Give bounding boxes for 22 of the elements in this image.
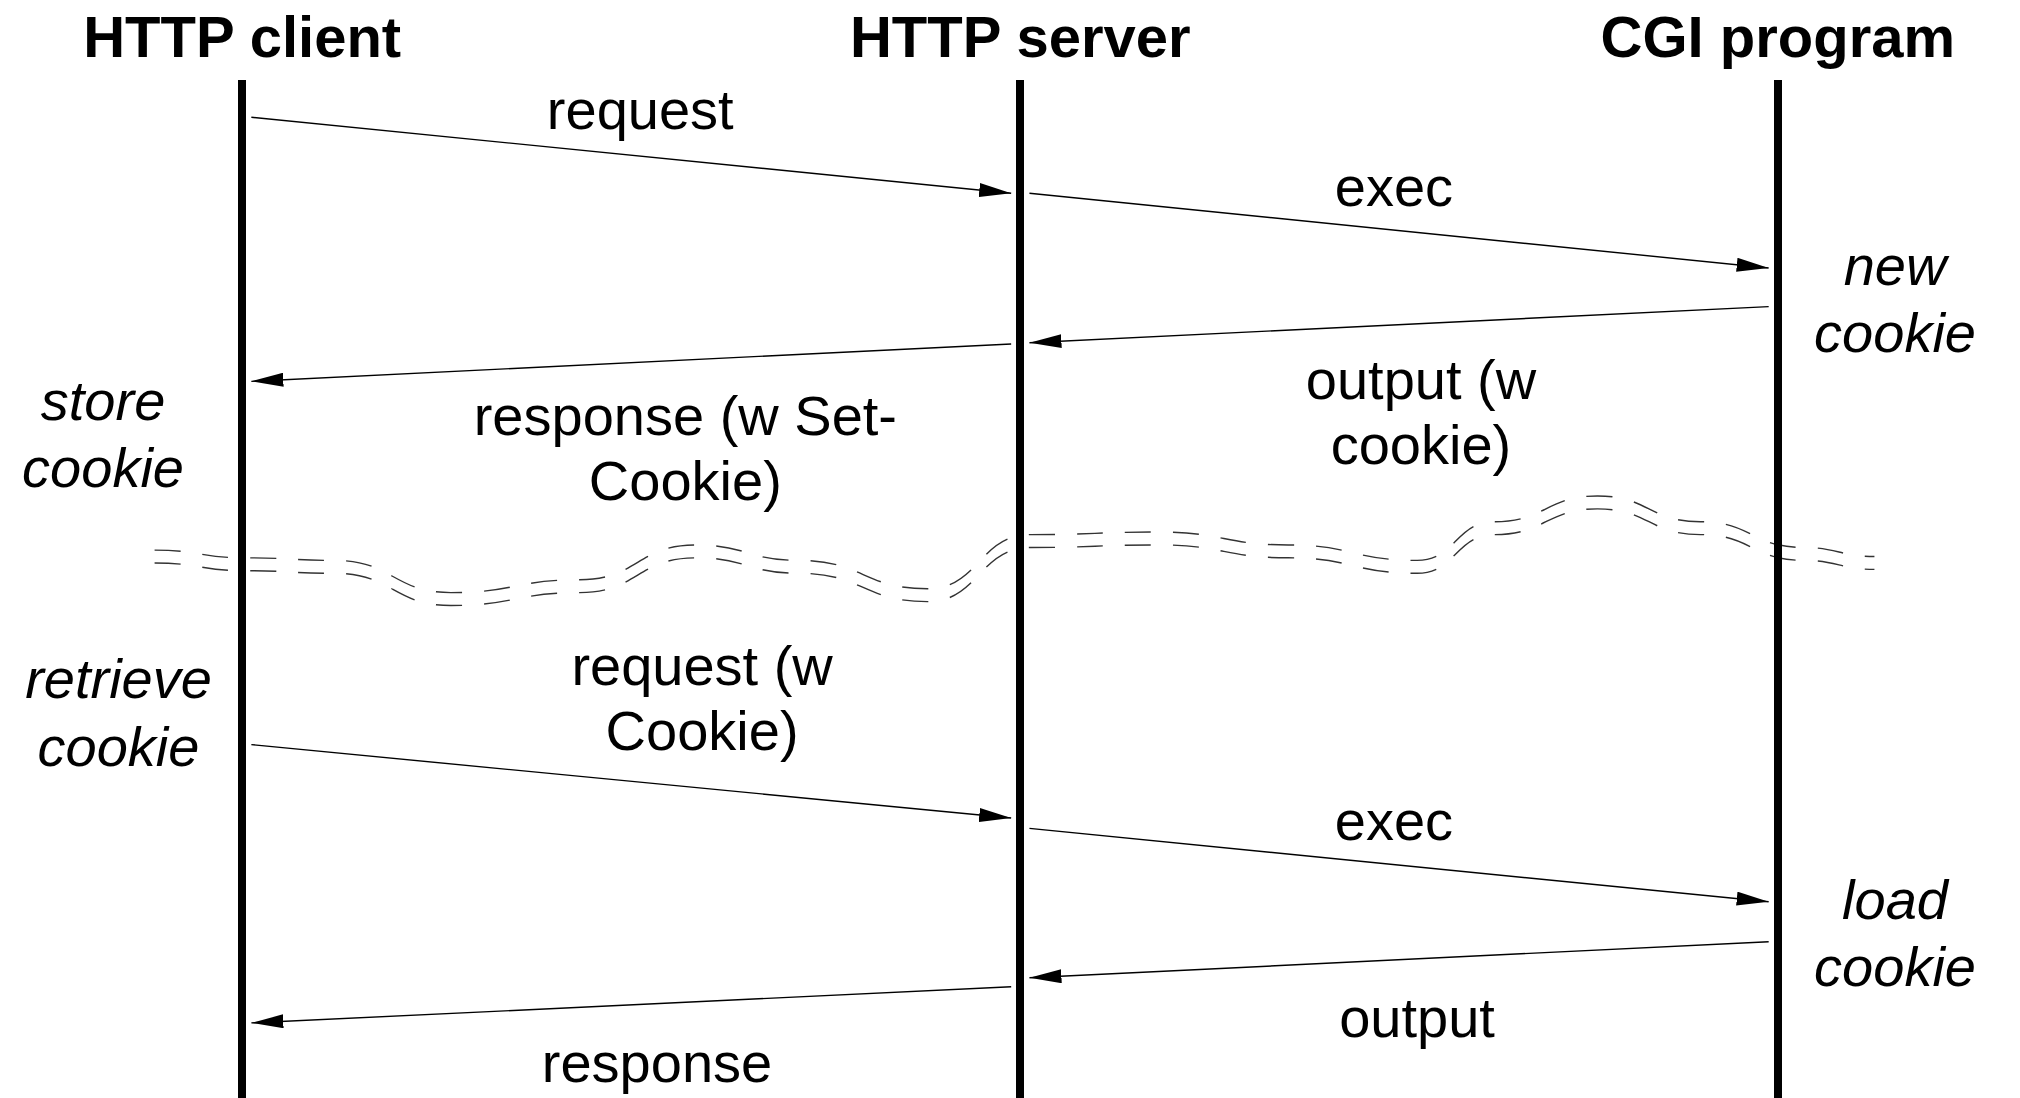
edge-label: exec (1334, 154, 1454, 219)
side-note: store cookie (21, 367, 185, 502)
edge-label: request (w Cookie) (570, 633, 834, 763)
edge-label: exec (1334, 788, 1454, 853)
message-arrow (250, 986, 1012, 1030)
edge-label: request (546, 77, 734, 142)
edge-label: output (1339, 985, 1495, 1050)
message-arrow (250, 116, 1012, 199)
message-arrow (1028, 305, 1770, 349)
edge-label: output (w cookie) (1304, 347, 1538, 477)
message-arrow (250, 343, 1012, 388)
edge-label: response (w Set-Cookie) (472, 383, 898, 513)
message-arrow (1028, 192, 1770, 274)
side-note: new cookie (1813, 232, 1977, 366)
side-note: load cookie (1813, 866, 1977, 1000)
message-arrow (1028, 827, 1770, 908)
side-note: retrieve cookie (24, 646, 213, 780)
message-arrow (1028, 941, 1770, 985)
lifeline-heading: HTTP server (849, 8, 1191, 66)
edge-label: response (541, 1030, 773, 1095)
message-arrow (250, 743, 1012, 824)
lifeline-heading: HTTP client (83, 8, 402, 66)
